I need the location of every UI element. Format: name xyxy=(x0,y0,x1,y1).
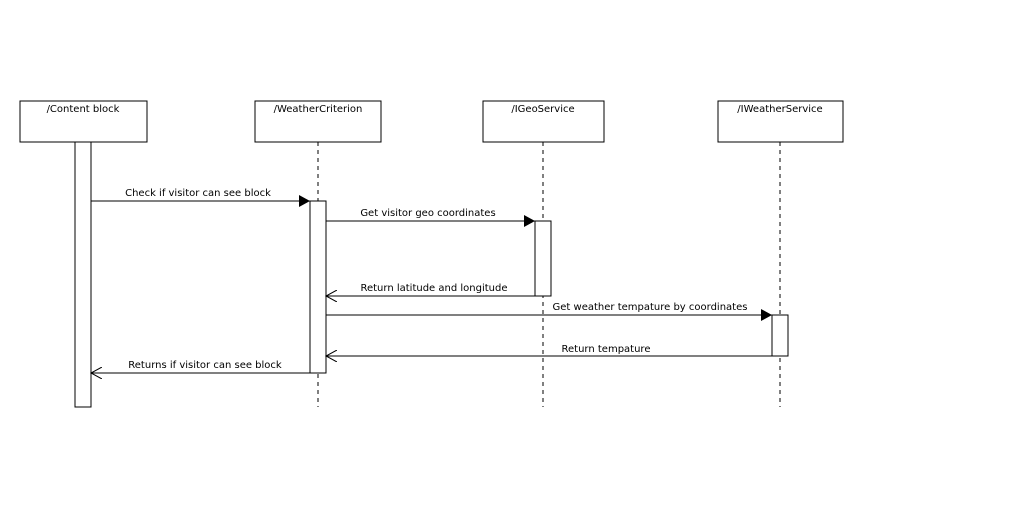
message-label: Get visitor geo coordinates xyxy=(360,208,495,219)
message-get-geo-coordinates: Get visitor geo coordinates xyxy=(326,208,535,227)
activation-weather-criterion xyxy=(309,200,327,374)
participant-label: /Content block xyxy=(47,104,120,115)
message-get-weather-temperature: Get weather tempature by coordinates xyxy=(326,302,772,321)
activation-content-block xyxy=(74,141,92,408)
message-label: Get weather tempature by coordinates xyxy=(553,302,748,313)
participant-label: /IWeatherService xyxy=(737,104,822,115)
participant-label: /IGeoService xyxy=(511,104,574,115)
activation-geo-service xyxy=(534,220,552,297)
message-return-temperature: Return tempature xyxy=(326,344,772,356)
activation-weather-service xyxy=(771,314,789,357)
participant-content-block: /Content block xyxy=(19,100,148,143)
message-label: Return tempature xyxy=(562,344,651,355)
message-label: Check if visitor can see block xyxy=(125,188,271,199)
participant-weather-criterion: /WeatherCriterion xyxy=(254,100,382,143)
message-return-visibility: Returns if visitor can see block xyxy=(91,360,310,373)
participant-weather-service: /IWeatherService xyxy=(717,100,844,143)
participant-label: /WeatherCriterion xyxy=(274,104,363,115)
message-check-visibility: Check if visitor can see block xyxy=(91,188,310,207)
message-return-lat-long: Return latitude and longitude xyxy=(326,283,535,296)
message-label: Return latitude and longitude xyxy=(360,283,507,294)
message-label: Returns if visitor can see block xyxy=(128,360,282,371)
participant-geo-service: /IGeoService xyxy=(482,100,605,143)
